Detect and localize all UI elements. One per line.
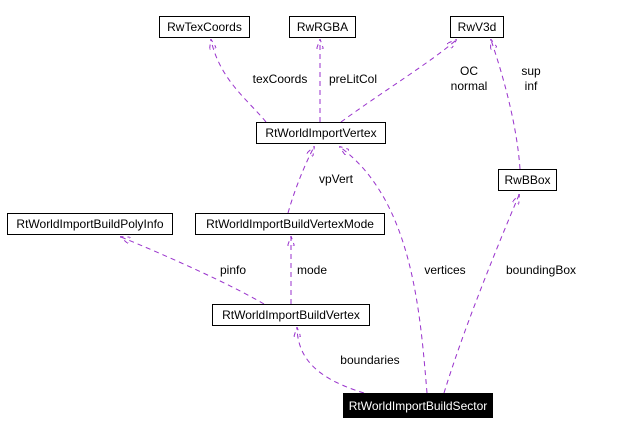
edge-texcoords bbox=[211, 40, 267, 123]
edge-sup-inf bbox=[491, 40, 521, 170]
edge-label-oc-normal: OC normal bbox=[450, 64, 488, 93]
edge-oc-normal bbox=[340, 40, 456, 123]
node-rtworldimportbuildpolyinfo[interactable]: RtWorldImportBuildPolyInfo bbox=[7, 213, 173, 235]
node-rtworldimportbuildvertex[interactable]: RtWorldImportBuildVertex bbox=[212, 304, 370, 326]
edge-label-pinfo: pinfo bbox=[219, 263, 247, 277]
edge-label-boundingbox: boundingBox bbox=[505, 263, 577, 277]
edge-label-mode: mode bbox=[296, 263, 328, 277]
node-rtworldimportbuildvertexmode[interactable]: RtWorldImportBuildVertexMode bbox=[195, 213, 385, 235]
edge-label-sup-inf: sup inf bbox=[521, 64, 541, 93]
edge-vertices bbox=[340, 147, 428, 394]
edge-vpvert bbox=[287, 147, 314, 214]
node-rwtexcoords[interactable]: RwTexCoords bbox=[159, 16, 250, 38]
edge-pinfo bbox=[121, 237, 265, 305]
edge-label-prelitcol: preLitCol bbox=[328, 72, 378, 86]
edge-label-boundaries: boundaries bbox=[340, 353, 400, 367]
node-rtworldimportvertex[interactable]: RtWorldImportVertex bbox=[256, 122, 386, 144]
node-rtworldimportbuildsector-focus: RtWorldImportBuildSector bbox=[343, 393, 493, 418]
edge-label-vertices: vertices bbox=[424, 263, 466, 277]
edge-label-vpvert: vpVert bbox=[318, 172, 354, 186]
edge-label-texcoords: texCoords bbox=[252, 72, 308, 86]
node-rwbbox[interactable]: RwBBox bbox=[498, 169, 557, 191]
edge-boundingbox bbox=[443, 195, 519, 394]
edge-boundaries bbox=[297, 328, 365, 394]
node-rwrgba[interactable]: RwRGBA bbox=[289, 16, 356, 38]
node-rwv3d[interactable]: RwV3d bbox=[450, 16, 504, 38]
